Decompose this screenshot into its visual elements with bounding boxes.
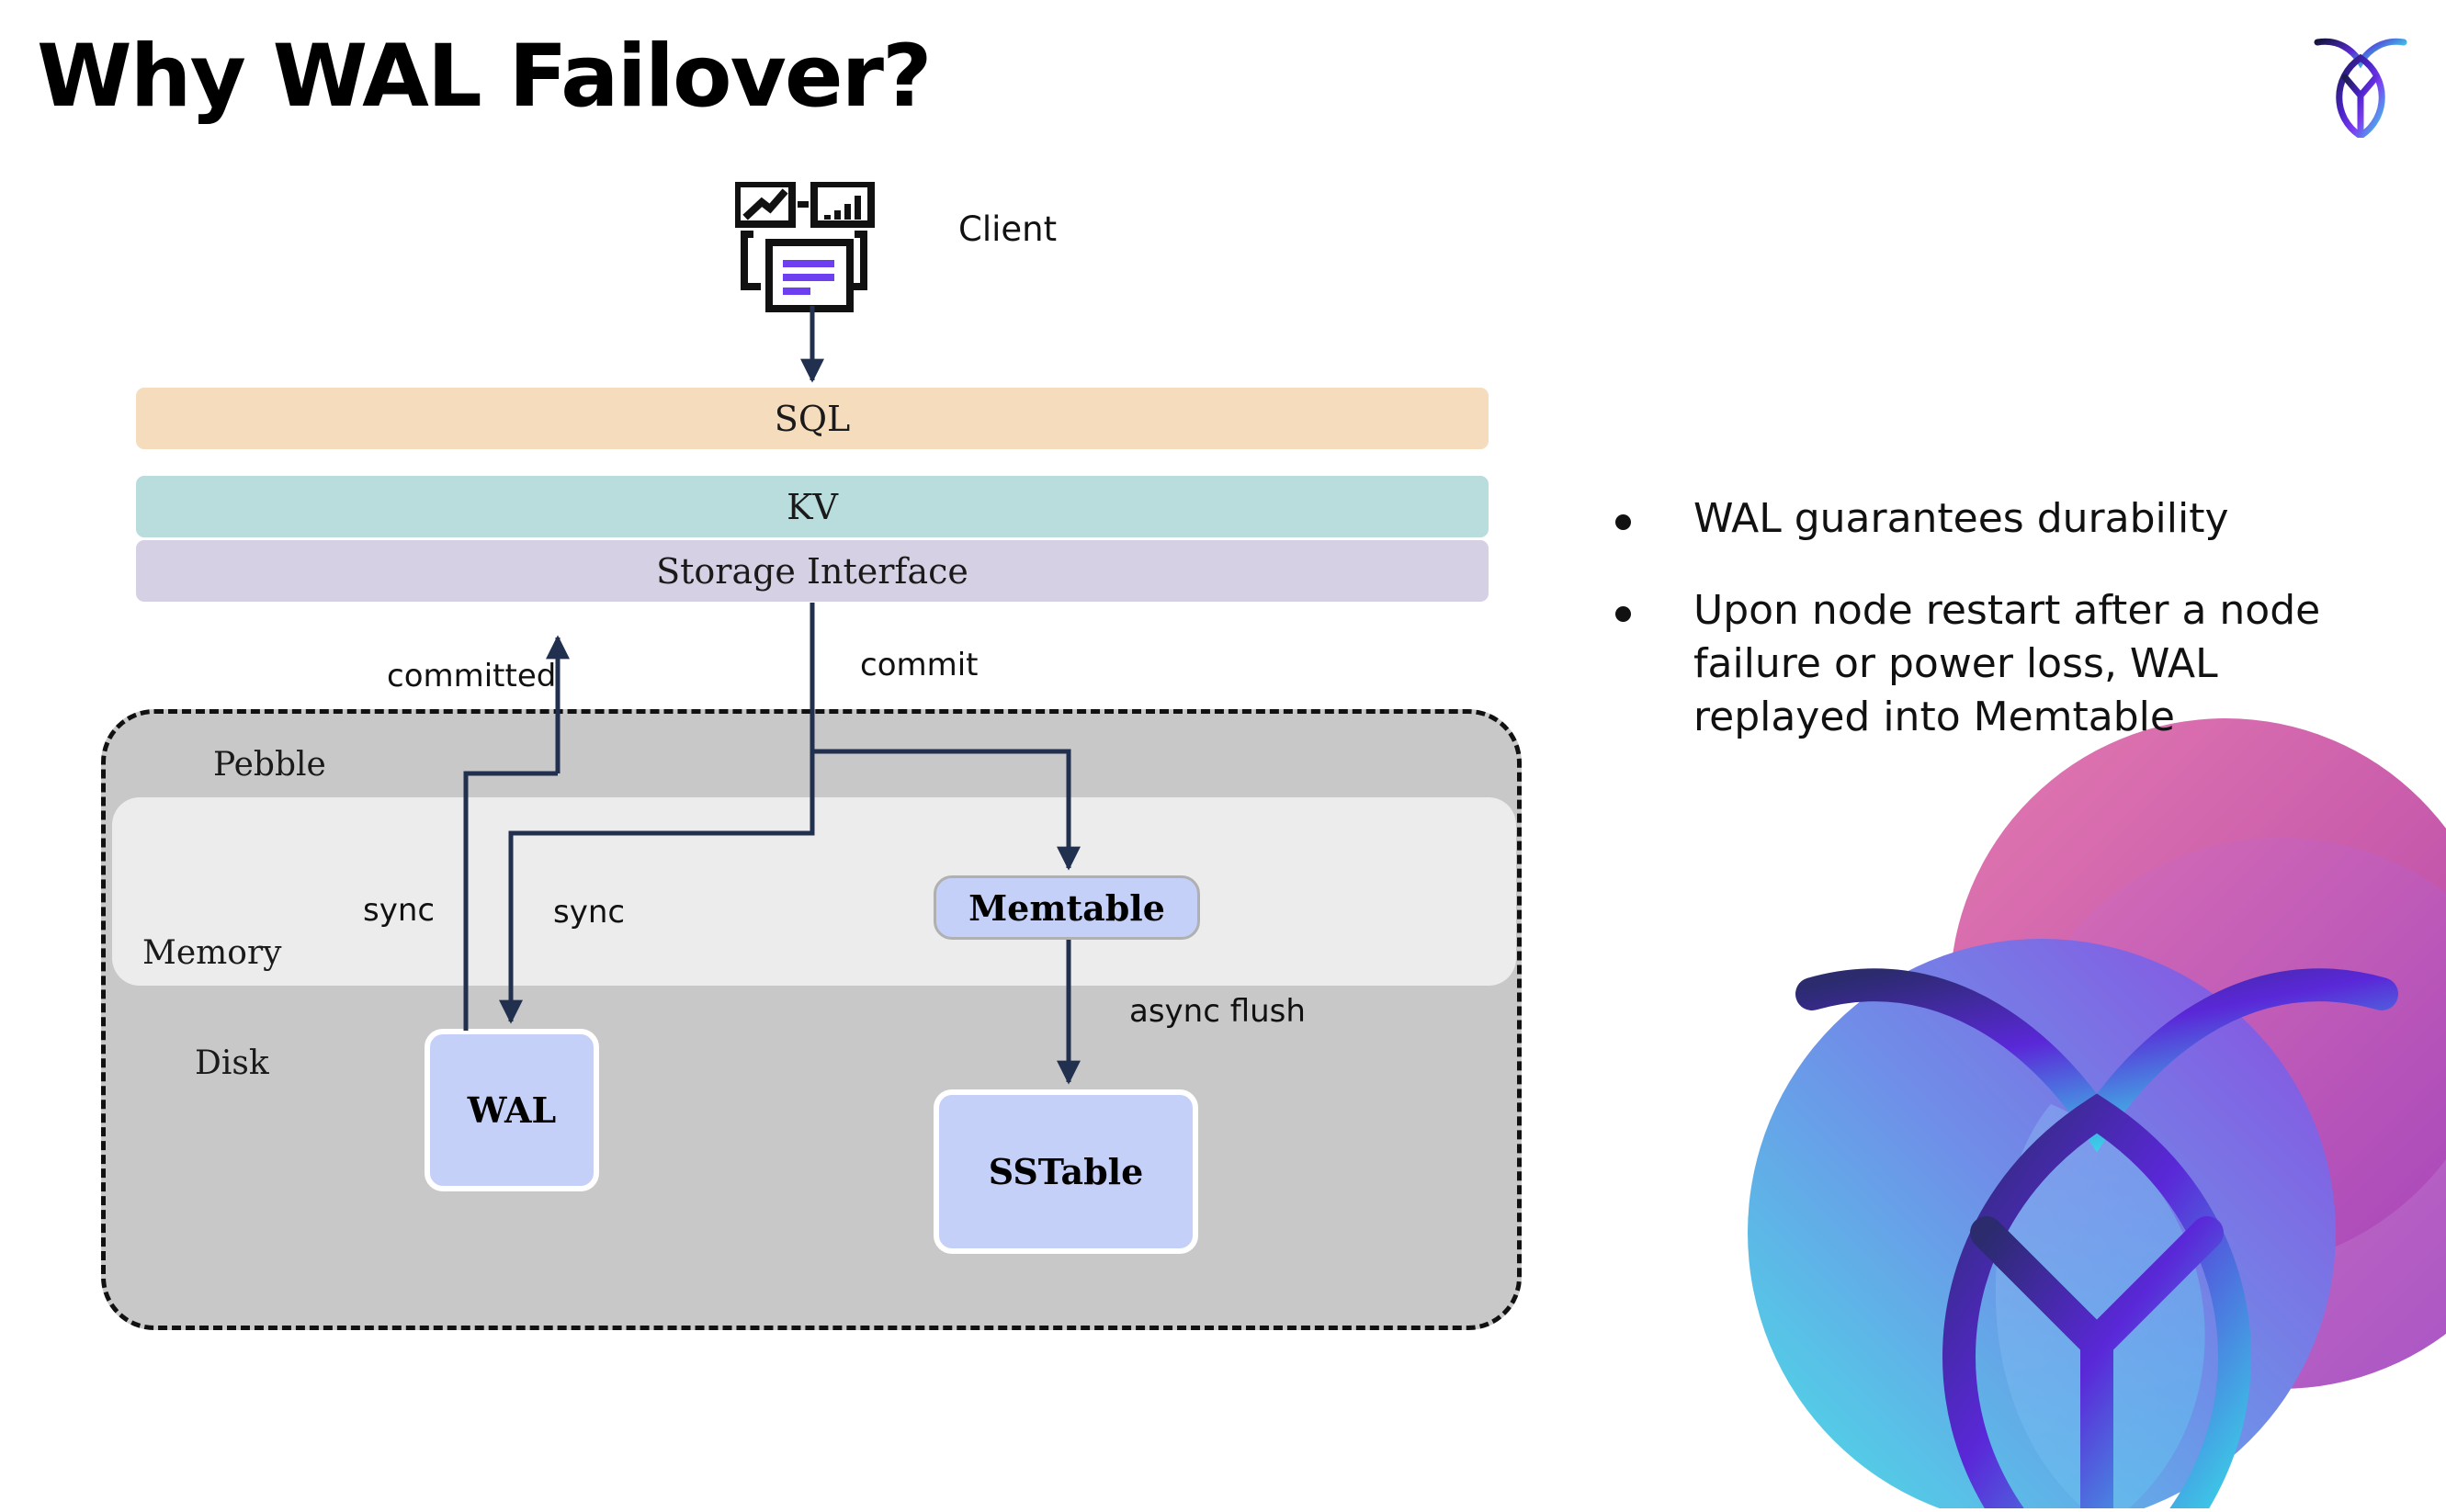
edge-label-commit: commit: [860, 647, 979, 683]
bullet-list: WAL guarantees durability Upon node rest…: [1615, 492, 2378, 783]
edge-label-sync-up: sync: [363, 892, 436, 929]
cockroachdb-logo-icon: [2310, 29, 2411, 141]
node-wal: WAL: [425, 1029, 599, 1191]
disk-label: Disk: [195, 1044, 269, 1082]
pebble-label: Pebble: [213, 746, 326, 784]
page-title: Why WAL Failover?: [37, 27, 933, 127]
edge-label-sync-wal: sync: [553, 894, 626, 931]
bullet-dot-icon: [1615, 606, 1631, 623]
edge-label-committed: committed: [387, 658, 557, 694]
memory-label: Memory: [142, 934, 282, 972]
node-sstable: SSTable: [934, 1089, 1198, 1254]
stack-layer-sql: SQL: [136, 388, 1489, 449]
memory-zone: [112, 797, 1516, 986]
client-dashboard-icon: [733, 180, 882, 315]
bullet-text: WAL guarantees durability: [1693, 495, 2229, 542]
stack-layer-kv: KV: [136, 476, 1489, 537]
client-label: Client: [958, 209, 1058, 249]
node-memtable: Memtable: [934, 875, 1200, 940]
stack-layer-storage-interface: Storage Interface: [136, 540, 1489, 602]
list-item: Upon node restart after a node failure o…: [1615, 584, 2378, 744]
bullet-dot-icon: [1615, 514, 1631, 530]
edge-label-async-flush: async flush: [1129, 993, 1306, 1030]
list-item: WAL guarantees durability: [1615, 492, 2378, 546]
cockroachdb-watermark-icon: [1711, 718, 2446, 1512]
bullet-text: Upon node restart after a node failure o…: [1693, 587, 2321, 741]
